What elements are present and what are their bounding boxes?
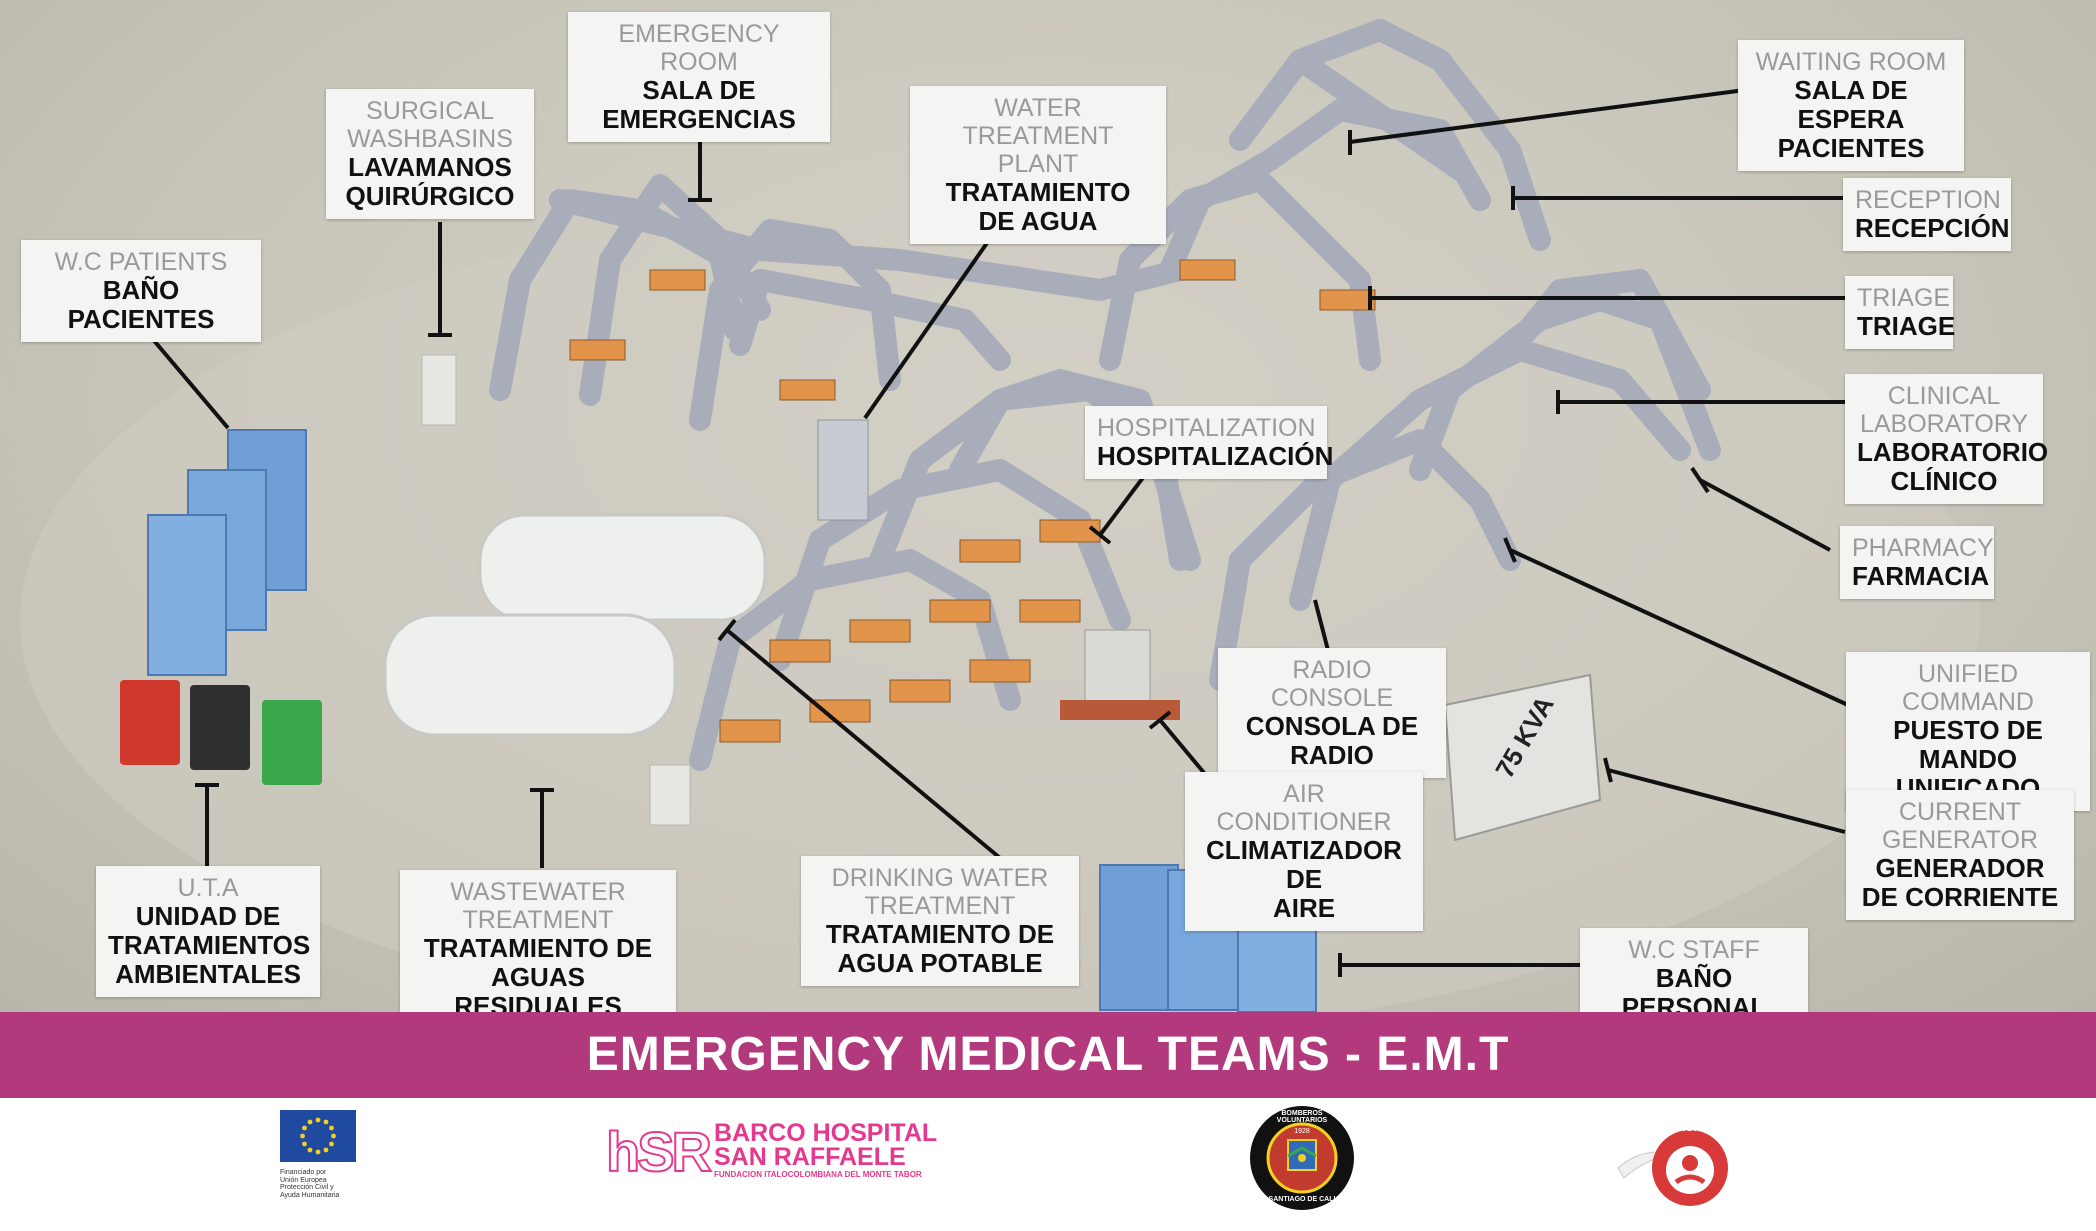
water-treatment-plant-en: WATER TREATMENT PLANT [962, 94, 1114, 178]
callout-drinking-water-treatment: DRINKING WATER TREATMENT TRATAMIENTO DE … [801, 856, 1079, 987]
banner-title: EMERGENCY MEDICAL TEAMS - E.M.T [586, 1028, 1510, 1081]
triage-en: TRIAGE [1857, 284, 1951, 312]
callout-current-generator: CURRENT GENERATOR GENERADOR DE CORRIENTE [1846, 790, 2074, 921]
hospital-beds [719, 519, 1101, 743]
current-generator-es: GENERADOR DE CORRIENTE [1861, 853, 2059, 913]
air-conditioner-unit [1084, 629, 1151, 711]
callout-uta: U.T.A UNIDAD DE TRATAMIENTOS AMBIENTALES [96, 866, 320, 998]
hospitalization-es: HOSPITALIZACIÓN [1097, 441, 1334, 471]
drinking-water-treatment-en: DRINKING WATER TREATMENT [831, 864, 1049, 920]
current-generator-unit: 75 KVA [1443, 673, 1602, 842]
wc-patients-en: W.C PATIENTS [54, 248, 228, 276]
current-generator-en: CURRENT GENERATOR [1881, 798, 2039, 854]
water-treatment-unit [817, 419, 869, 521]
uta-es: UNIDAD DE TRATAMIENTOS AMBIENTALES [108, 901, 311, 990]
water-treatment-plant-es: TRATAMIENTO DE AGUA [945, 177, 1131, 237]
callout-clinical-laboratory: CLINICAL LABORATORY LABORATORIO CLÍNICO [1845, 374, 2049, 505]
air-conditioner-es: CLIMATIZADOR DE AIRE [1206, 835, 1402, 924]
wastewater-treatment-en: WASTEWATER TREATMENT [450, 878, 626, 934]
drinking-water-treatment-es: TRATAMIENTO DE AGUA POTABLE [825, 919, 1055, 979]
callout-pharmacy: PHARMACY FARMACIA [1840, 526, 1994, 600]
emergency-cots [569, 259, 1376, 401]
drinking-water-unit [649, 764, 691, 826]
eu-logo: Financiado por Unión Europea Protección … [280, 1110, 370, 1200]
triage-es: TRIAGE [1857, 311, 1956, 341]
waiting-room-en: WAITING ROOM [1755, 48, 1947, 76]
reception-en: RECEPTION [1855, 186, 2001, 214]
hsr-name-line2: SAN RAFFAELE [714, 1143, 906, 1171]
aispo-text: AISPO [1674, 1122, 1710, 1134]
callout-radio-console: RADIO CONSOLE CONSOLA DE RADIO [1218, 648, 1446, 779]
callout-emergency-room: EMERGENCY ROOM SALA DE EMERGENCIAS [568, 12, 830, 143]
callout-wc-staff: W.C STAFF BAÑO PERSONAL [1580, 928, 1808, 1012]
unified-command-en: UNIFIED COMMAND [1902, 660, 2034, 716]
hsr-mark: hSR [605, 1119, 713, 1184]
hsr-subtitle: FUNDACION ITALOCOLOMBIANA DEL MONTE TABO… [714, 1170, 922, 1179]
surgical-washbasin [421, 354, 457, 426]
wc-patients-es: BAÑO PACIENTES [67, 275, 215, 335]
callout-wastewater-treatment: WASTEWATER TREATMENT TRATAMIENTO DE AGUA… [400, 870, 676, 1012]
bomberos-year: 1928 [1294, 1128, 1310, 1135]
radio-console-es: CONSOLA DE RADIO [1245, 711, 1419, 771]
scene-illustration: 75 KVA [20, 19, 1980, 1012]
hsr-logo: hSR BARCO HOSPITAL SAN RAFFAELE FUNDACIO… [605, 1119, 966, 1190]
ac-trailer [1060, 700, 1180, 720]
wastewater-treatment-es: TRATAMIENTO DE AGUAS RESIDUALES [423, 933, 653, 1012]
eu-flag-icon [280, 1110, 356, 1162]
wc-staff-en: W.C STAFF [1628, 936, 1760, 964]
hospitalization-en: HOSPITALIZATION [1097, 414, 1316, 442]
callout-reception: RECEPTION RECEPCIÓN [1843, 178, 2011, 252]
emt-3d-scene: 75 KVA EMERGENCY ROOM SALA DE EMERGENC [0, 0, 2096, 1012]
unified-command-es: PUESTO DE MANDO UNIFICADO [1893, 715, 2043, 804]
surgical-washbasins-en: SURGICAL WASHBASINS [347, 97, 513, 153]
waiting-room-es: SALA DE ESPERA PACIENTES [1777, 75, 1925, 164]
hsr-name-line1: BARCO HOSPITAL [714, 1119, 938, 1147]
uta-en: U.T.A [177, 874, 239, 902]
wc-staff-es: BAÑO PERSONAL [1621, 963, 1767, 1012]
waiting-room-tent [1099, 19, 1551, 371]
waste-bins [120, 680, 322, 785]
callout-air-conditioner: AIR CONDITIONER CLIMATIZADOR DE AIRE [1185, 772, 1423, 932]
pharmacy-es: FARMACIA [1852, 561, 1990, 591]
callout-wc-patients: W.C PATIENTS BAÑO PACIENTES [21, 240, 261, 343]
patient-toilets [147, 429, 307, 676]
callout-waiting-room: WAITING ROOM SALA DE ESPERA PACIENTES [1738, 40, 1964, 172]
callout-water-treatment-plant: WATER TREATMENT PLANT TRATAMIENTO DE AGU… [910, 86, 1166, 245]
callout-leader-lines [143, 88, 1850, 977]
bomberos-bottom-text: SANTIAGO DE CALI [1268, 1196, 1336, 1203]
callout-surgical-washbasins: SURGICAL WASHBASINS LAVAMANOS QUIRÚRGICO [326, 89, 534, 220]
emergency-room-es: SALA DE EMERGENCIAS [602, 75, 796, 135]
title-banner: EMERGENCY MEDICAL TEAMS - E.M.T [0, 1012, 2096, 1098]
aispo-logo: AISPO [1610, 1108, 1740, 1218]
callout-unified-command: UNIFIED COMMAND PUESTO DE MANDO UNIFICAD… [1846, 652, 2090, 812]
clinical-laboratory-en: CLINICAL LABORATORY [1859, 382, 2029, 438]
aispo-emblem-icon [1617, 1130, 1728, 1206]
bomberos-logo: BOMBEROS VOLUNTARIOS 1928 SANTIAGO DE CA… [1248, 1104, 1356, 1212]
bomberos-badge-icon [1250, 1106, 1354, 1210]
laboratory-tent [1209, 269, 1721, 691]
bomberos-top-text: BOMBEROS VOLUNTARIOS [1276, 1110, 1328, 1124]
water-bladders [383, 513, 767, 737]
pharmacy-en: PHARMACY [1852, 534, 1994, 562]
reception-es: RECEPCIÓN [1855, 213, 2010, 243]
callout-hospitalization: HOSPITALIZATION HOSPITALIZACIÓN [1085, 406, 1334, 480]
callout-triage: TRIAGE TRIAGE [1845, 276, 1956, 350]
sponsor-logos-footer: Financiado por Unión Europea Protección … [0, 1098, 2096, 1231]
eu-caption: Financiado por Unión Europea Protección … [280, 1169, 340, 1200]
air-conditioner-en: AIR CONDITIONER [1216, 780, 1392, 836]
emergency-room-en: EMERGENCY ROOM [618, 20, 780, 76]
radio-console-en: RADIO CONSOLE [1270, 656, 1394, 712]
surgical-washbasins-es: LAVAMANOS QUIRÚRGICO [345, 152, 515, 212]
clinical-laboratory-es: LABORATORIO CLÍNICO [1857, 437, 2049, 497]
